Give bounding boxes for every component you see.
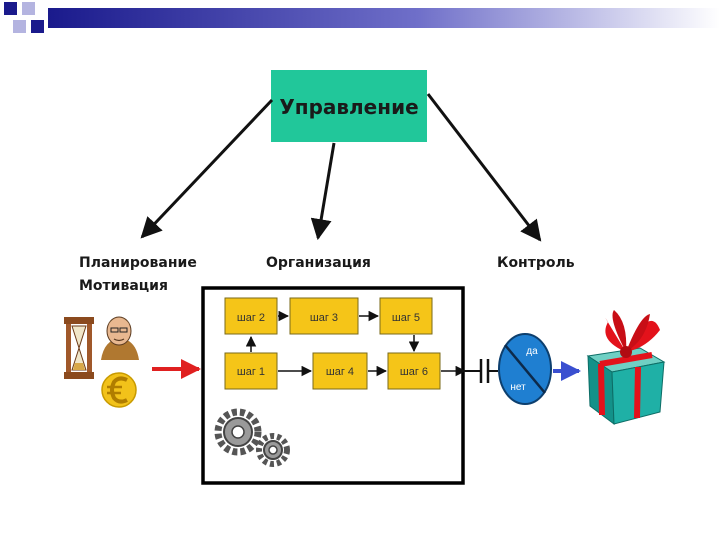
step-label-3: шаг 3 <box>310 312 338 324</box>
planning-label: Планирование <box>79 255 197 271</box>
management-box <box>271 70 427 142</box>
control-label: Контроль <box>497 255 575 271</box>
decision-no-label: нет <box>510 382 526 393</box>
decision-circle <box>498 333 552 405</box>
euro-icon <box>101 372 137 408</box>
arrow-to-control <box>426 93 542 242</box>
corner-square-3 <box>13 20 26 33</box>
step-label-6: шаг 6 <box>400 366 428 378</box>
step-label-4: шаг 4 <box>326 366 354 378</box>
step-box-5: шаг 5 <box>379 297 433 335</box>
gears-icon <box>214 408 290 467</box>
step-box-4: шаг 4 <box>312 352 368 390</box>
corner-square-2 <box>22 2 35 15</box>
step-label-1: шаг 1 <box>237 366 265 378</box>
arrow-to-organization <box>310 142 336 241</box>
decision-yes-label: да <box>526 346 538 357</box>
step-box-1: шаг 1 <box>224 352 278 390</box>
step-label-5: шаг 5 <box>392 312 420 324</box>
corner-square-1 <box>4 2 17 15</box>
hourglass-icon <box>64 317 94 379</box>
gift-icon <box>586 310 666 426</box>
step-label-2: шаг 2 <box>237 312 265 324</box>
motivation-label: Мотивация <box>79 278 168 294</box>
organization-label: Организация <box>266 255 371 271</box>
slide-header-band <box>4 2 720 33</box>
arrow-to-planning <box>140 98 274 239</box>
step-box-2: шаг 2 <box>224 297 278 335</box>
person-icon <box>101 316 139 360</box>
step-box-3: шаг 3 <box>289 297 359 335</box>
corner-square-4 <box>31 20 44 33</box>
step-box-6: шаг 6 <box>387 352 441 390</box>
management-label: Управление <box>279 95 418 119</box>
